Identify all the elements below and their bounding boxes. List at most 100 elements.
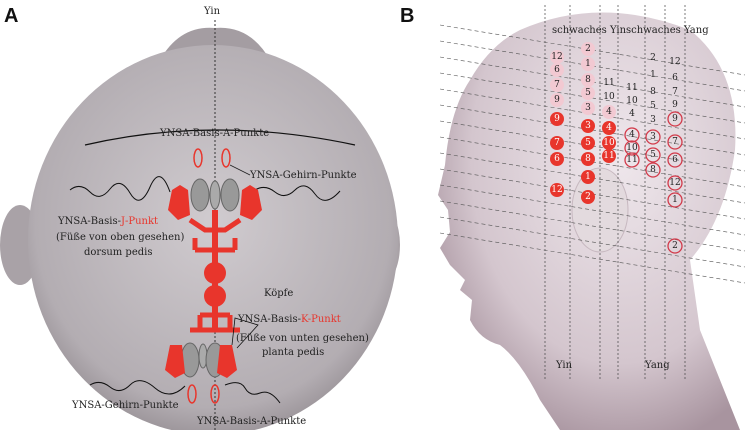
diagonal-grid-line	[439, 184, 746, 236]
panel-b-label: B	[400, 5, 414, 27]
ynsa-point-red: 3	[581, 119, 595, 133]
ynsa-point-plain: 10	[626, 96, 638, 106]
ynsa-point-ring: 2	[667, 238, 683, 254]
hairline-curve	[84, 129, 356, 146]
ynsa-point-ring: 11	[624, 152, 640, 168]
ynsa-point-red: 10	[602, 136, 616, 150]
point-number: 1	[585, 172, 591, 182]
point-number: 1	[672, 195, 678, 205]
point-number: 10	[603, 138, 615, 148]
point-number: 9	[672, 114, 678, 124]
point-number: 11	[603, 151, 614, 161]
ynsa-point-red: 6	[550, 152, 564, 166]
point-number: 12	[669, 57, 680, 67]
ynsa-point-ring: 3	[645, 129, 661, 145]
k-punkt-desc: (Füße von unten gesehen)	[236, 333, 369, 344]
ynsa-point-pink: 3	[581, 101, 595, 115]
point-number: 6	[672, 73, 678, 83]
point-number: 10	[626, 143, 638, 153]
point-number: 6	[672, 155, 678, 165]
basis-a-top-label: YNSA-Basis-A-Punkte	[159, 128, 269, 139]
ynsa-point-plain: 4	[629, 109, 635, 119]
point-number: 6	[554, 65, 560, 75]
ynsa-point-plain: 11	[603, 78, 614, 88]
point-number: 10	[626, 96, 638, 106]
point-number: 3	[585, 103, 591, 113]
ynsa-point-ring: 8	[645, 162, 661, 178]
ynsa-point-red: 4	[602, 121, 616, 135]
footer-yin: Yin	[555, 360, 573, 371]
ynsa-point-plain: 3	[650, 115, 656, 125]
ynsa-point-plain: 6	[672, 73, 678, 83]
point-number: 7	[554, 80, 560, 90]
ynsa-points: 1267997612218533581211104410111110441011…	[550, 42, 683, 254]
point-number: 5	[585, 138, 591, 148]
wavy-line-top	[69, 176, 341, 201]
ynsa-point-ring: 12	[667, 175, 683, 191]
ynsa-point-pink: 9	[550, 93, 564, 107]
point-number: 4	[629, 109, 635, 119]
ynsa-point-plain: 10	[603, 92, 615, 102]
ynsa-point-plain: 7	[672, 87, 678, 97]
yin-label: Yin	[203, 6, 221, 17]
point-number: 6	[554, 154, 560, 164]
ynsa-point-red: 1	[581, 170, 595, 184]
ynsa-point-plain: 9	[672, 100, 678, 110]
point-number: 9	[554, 95, 560, 105]
ynsa-point-plain: 2	[650, 53, 656, 63]
diagonal-grid-line	[439, 200, 746, 252]
point-number: 5	[585, 88, 591, 98]
point-number: 3	[650, 115, 656, 125]
ynsa-point-pink: 7	[550, 78, 564, 92]
ynsa-point-ring: 1	[667, 192, 683, 208]
point-number: 5	[650, 101, 656, 111]
ynsa-point-pink: 1	[581, 57, 595, 71]
point-number: 5	[650, 150, 656, 160]
j-punkt-label: YNSA-Basis-J-Punkt	[57, 216, 158, 227]
k-punkt-latin: planta pedis	[262, 347, 324, 358]
j-punkt-latin: dorsum pedis	[84, 247, 153, 258]
ynsa-point-ring: 4	[624, 127, 640, 143]
upper-feet-figure	[168, 178, 262, 333]
leader-line	[229, 164, 251, 176]
ynsa-point-pink: 5	[581, 86, 595, 100]
ynsa-point-ring: 5	[645, 147, 661, 163]
ynsa-point-pink: 2	[581, 42, 595, 56]
basis-a-point-right	[221, 148, 231, 168]
panel-a-label: A	[4, 5, 18, 27]
point-number: 12	[551, 185, 562, 195]
point-number: 11	[603, 78, 614, 88]
point-number: 4	[629, 130, 635, 140]
ynsa-point-ring: 10	[624, 140, 640, 156]
panel-b: B schwaches Yin schwaches Yang 126799761…	[400, 5, 746, 430]
diagonal-grid-line	[439, 88, 746, 140]
point-number: 9	[672, 100, 678, 110]
panel-a: A Yin YNSA-Basis-A-Punkte YNSA-Gehirn-Pu…	[0, 5, 400, 430]
basis-a-bottom-label: YNSA-Basis-A-Punkte	[196, 416, 306, 427]
ynsa-point-plain: 12	[669, 57, 680, 67]
gehirn-bottom-label: YNSA-Gehirn-Punkte	[71, 400, 179, 411]
point-number: 8	[585, 154, 591, 164]
point-number: 7	[672, 137, 678, 147]
point-number: 8	[650, 87, 656, 97]
point-number: 12	[669, 178, 680, 188]
point-number: 11	[626, 155, 637, 165]
wavy-line-bottom	[89, 380, 281, 404]
point-number: 2	[650, 53, 656, 63]
point-number: 1	[585, 59, 591, 69]
ynsa-point-red: 7	[550, 136, 564, 150]
point-number: 7	[554, 138, 560, 148]
ynsa-point-pink: 12	[550, 50, 564, 64]
lower-feet-figure	[165, 317, 259, 404]
ynsa-point-ring: 9	[667, 111, 683, 127]
point-number: 9	[554, 114, 560, 124]
header-yang: schwaches Yang	[626, 25, 709, 36]
point-number: 11	[626, 83, 637, 93]
point-number: 7	[672, 87, 678, 97]
ynsa-point-plain: 11	[626, 83, 637, 93]
gehirn-top-label: YNSA-Gehirn-Punkte	[249, 170, 357, 181]
ynsa-point-red: 5	[581, 136, 595, 150]
point-number: 2	[585, 192, 591, 202]
